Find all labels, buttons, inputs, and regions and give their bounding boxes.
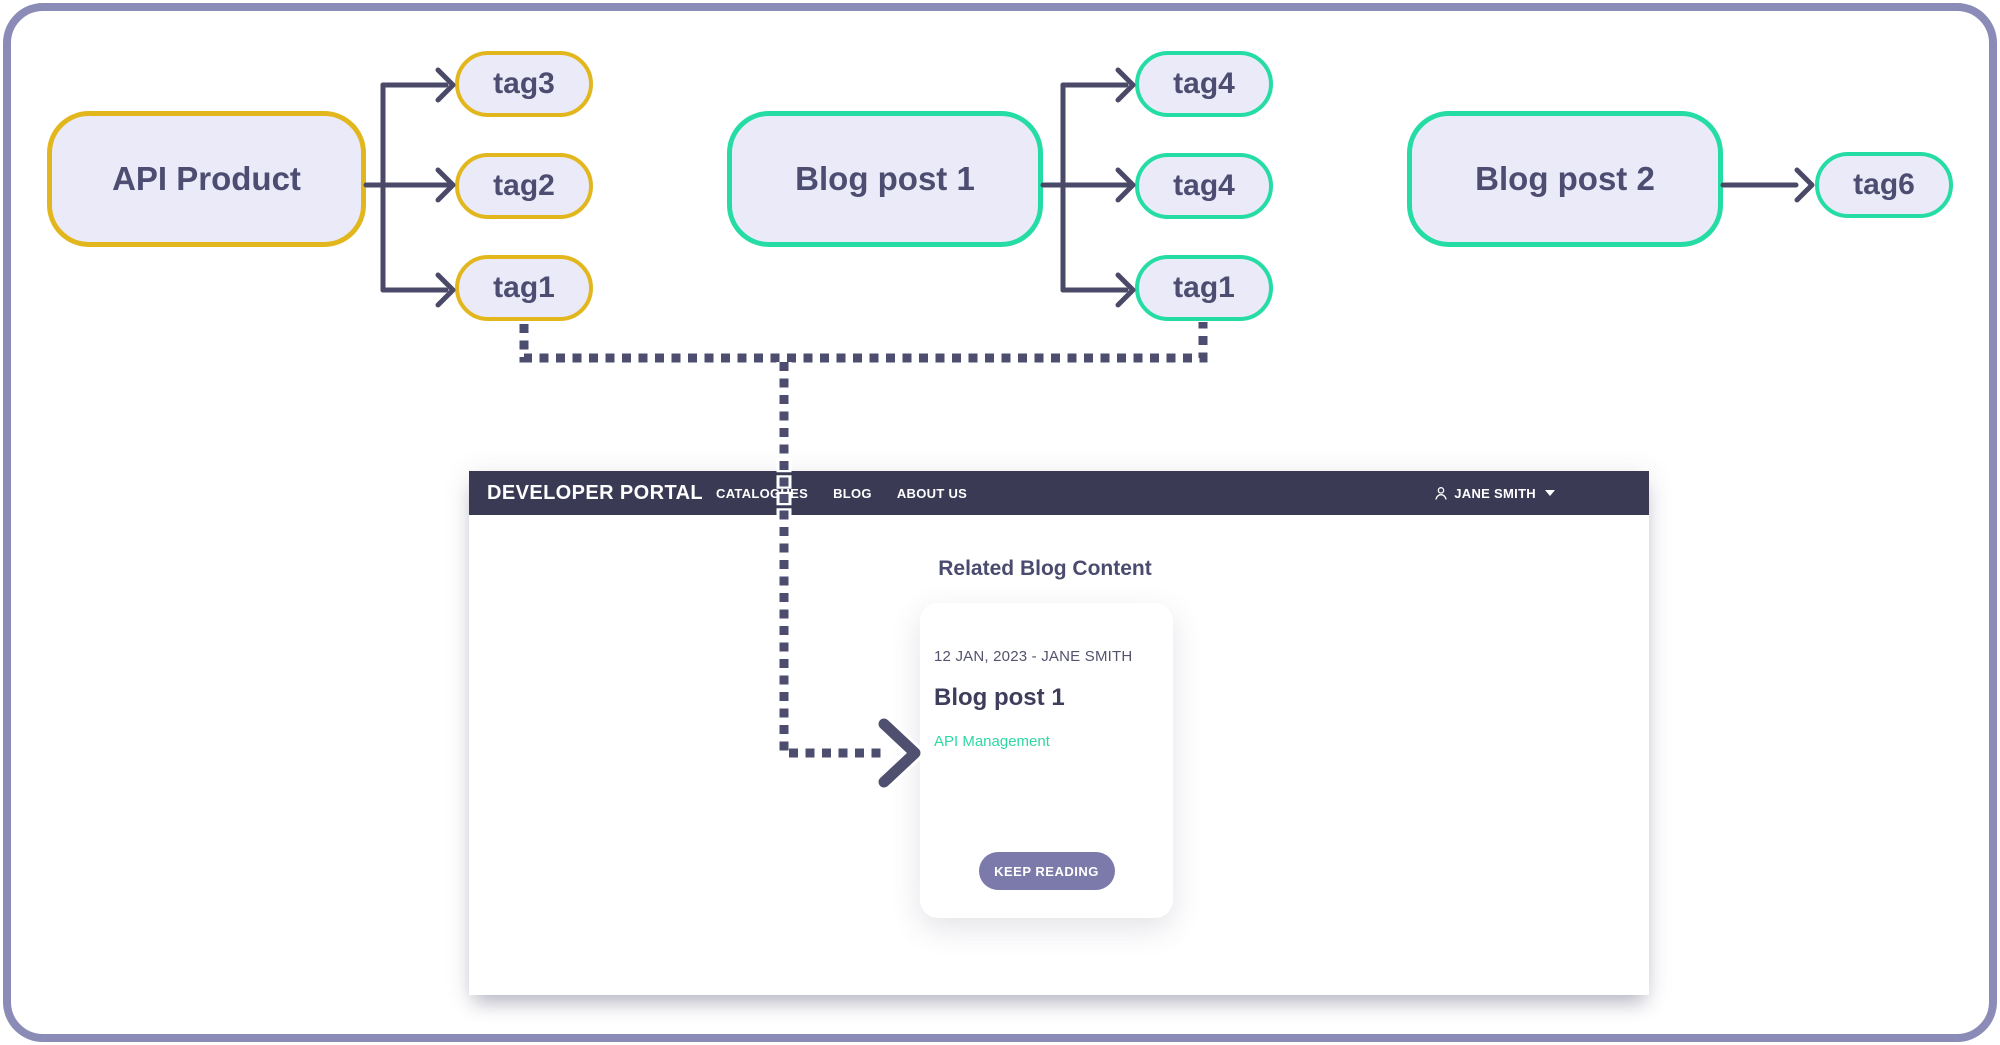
nav-item-about-us[interactable]: ABOUT US [896,485,968,501]
tag-pill: tag6 [1815,152,1953,218]
tag-pill: tag4 [1135,153,1273,219]
portal-brand: DEVELOPER PORTAL [487,481,704,504]
developer-portal-window: DEVELOPER PORTAL CATALOGUES BLOG ABOUT U… [469,471,1649,995]
tag-pill: tag2 [455,153,593,219]
tag-pill: tag3 [455,51,593,117]
nav-item-catalogues[interactable]: CATALOGUES [716,485,809,501]
blog-card: 12 JAN, 2023 - JANE SMITH Blog post 1 AP… [920,603,1173,918]
node-api-product: API Product [47,111,366,247]
nav-item-blog[interactable]: BLOG [833,485,872,501]
blog-card-meta: 12 JAN, 2023 - JANE SMITH [934,648,1133,665]
tag-pill: tag1 [455,255,593,321]
canvas-frame [3,3,1997,1042]
blog-card-title: Blog post 1 [934,684,1065,711]
node-blog-post-2: Blog post 2 [1407,111,1723,247]
keep-reading-button[interactable]: KEEP READING [978,852,1115,890]
portal-navbar: DEVELOPER PORTAL CATALOGUES BLOG ABOUT U… [469,471,1649,515]
chevron-down-icon [1545,490,1555,496]
person-icon [1435,487,1447,500]
related-blog-heading: Related Blog Content [938,557,1152,580]
tag-pill: tag1 [1135,255,1273,321]
blog-card-tag-link[interactable]: API Management [934,733,1050,750]
user-name: JANE SMITH [1454,485,1536,501]
node-blog-post-1: Blog post 1 [727,111,1043,247]
user-menu[interactable]: JANE SMITH [1433,485,1555,501]
portal-nav: CATALOGUES BLOG ABOUT US [716,486,967,501]
tag-pill: tag4 [1135,51,1273,117]
